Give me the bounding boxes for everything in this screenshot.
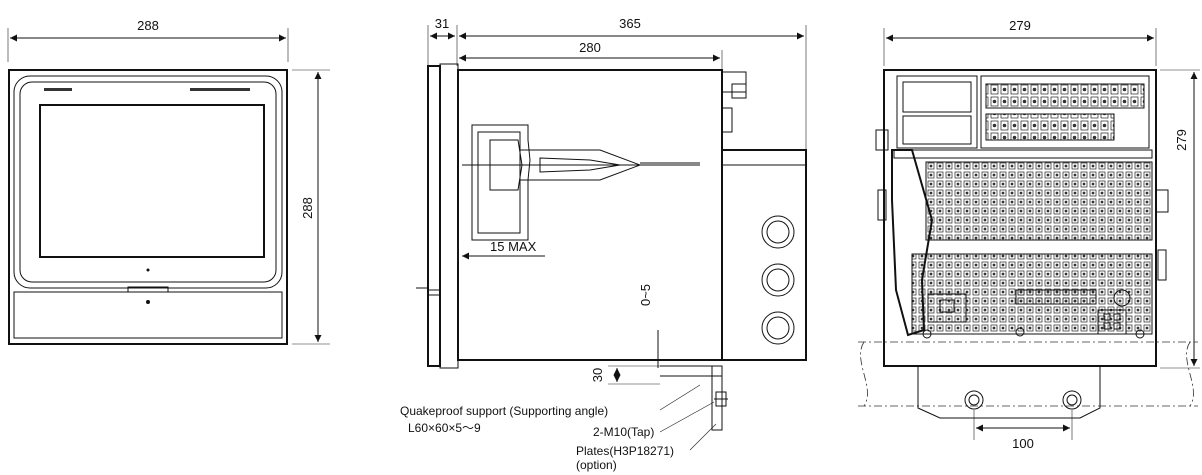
mounting-plate xyxy=(917,365,1101,419)
bezel-depth-label: 31 xyxy=(435,16,449,31)
side-view: 31 365 280 xyxy=(400,16,807,472)
side-overall-dimensions: 31 365 280 xyxy=(427,16,807,150)
support-note-line1: Quakeproof support (Supporting angle) xyxy=(400,404,608,418)
front-width-label: 288 xyxy=(137,18,159,33)
front-panel xyxy=(8,69,288,345)
angle-height-label: 30 xyxy=(590,368,605,382)
io-connector xyxy=(1015,289,1097,305)
side-notes: Quakeproof support (Supporting angle) L6… xyxy=(400,384,717,472)
front-height-dimension: 288 xyxy=(292,69,330,345)
support-note-line2: L60×60×5～9 xyxy=(408,421,481,435)
rear-view: 279 279 xyxy=(858,18,1200,451)
rear-height-label: 279 xyxy=(1174,129,1189,151)
lan-port xyxy=(927,293,967,323)
panel-thickness-dimension: 15 MAX xyxy=(457,239,545,262)
mounting-base xyxy=(858,341,1198,419)
front-width-dimension: 288 xyxy=(7,18,289,62)
bolt-pitch-label: 100 xyxy=(1012,436,1034,451)
bolt-pitch-dimension: 100 xyxy=(973,410,1073,451)
body-depth-label: 280 xyxy=(579,40,601,55)
bolt-note: 2-M10(Tap) xyxy=(593,425,654,439)
rear-width-label: 279 xyxy=(1009,18,1031,33)
plates-note-line1: Plates(H3P18271) xyxy=(576,444,674,458)
front-height-label: 288 xyxy=(300,197,315,219)
rear-width-dimension: 279 xyxy=(883,18,1157,66)
panel-thickness-label: 15 MAX xyxy=(490,239,537,254)
mounting-bracket xyxy=(462,124,700,241)
upper-terminal-block-1 xyxy=(985,83,1145,109)
gap-label: 0~5 xyxy=(638,284,653,306)
rear-housing xyxy=(875,69,1169,367)
upper-terminal-block-2 xyxy=(985,113,1115,141)
front-model-mark xyxy=(190,88,250,91)
front-logo-mark xyxy=(44,88,72,91)
terminal-cover xyxy=(891,149,934,337)
front-view: 288 288 xyxy=(7,18,330,345)
terminal-box xyxy=(721,149,807,361)
touch-screen xyxy=(39,104,265,258)
top-connector xyxy=(721,71,747,133)
gap-dimension: 0~5 xyxy=(638,284,659,368)
plates-note-line2: (option) xyxy=(576,458,617,472)
side-body xyxy=(416,63,807,369)
rear-height-dimension: 279 xyxy=(1160,69,1200,369)
total-depth-label: 365 xyxy=(619,16,641,31)
supporting-angle: 30 xyxy=(590,365,728,431)
main-terminal-block-upper xyxy=(925,161,1153,241)
